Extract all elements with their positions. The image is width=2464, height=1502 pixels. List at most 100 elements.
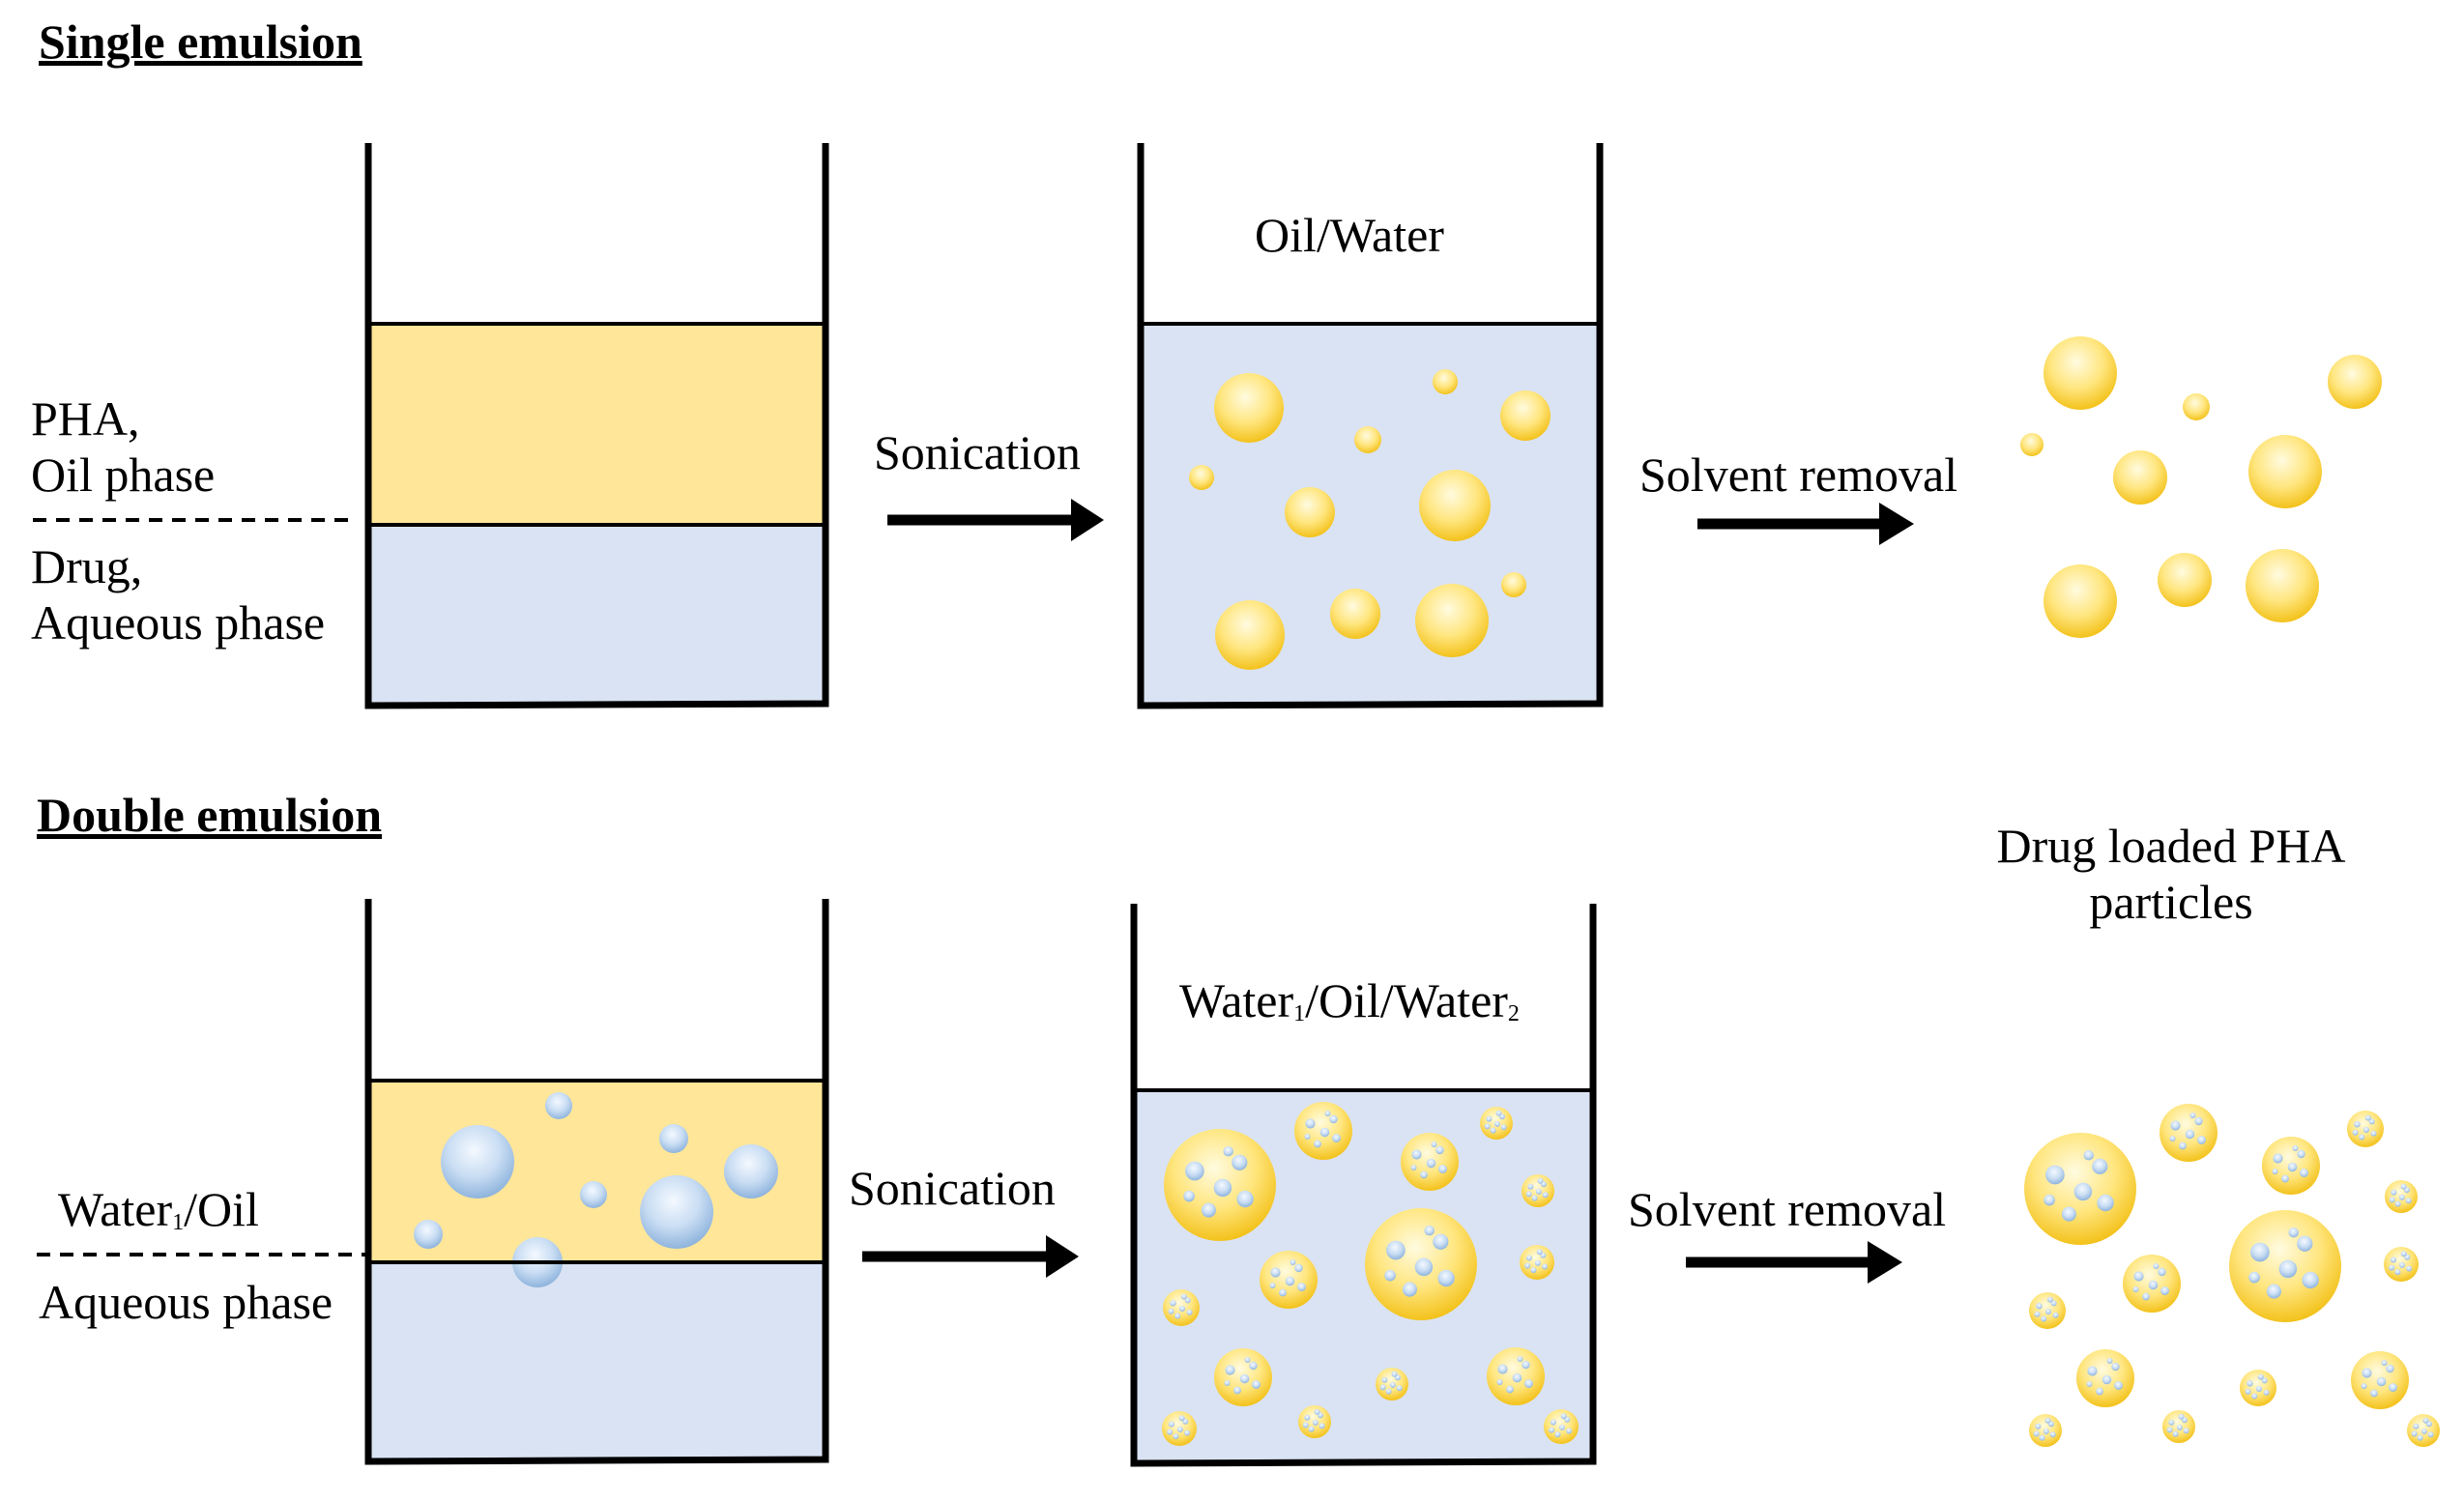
water-droplet <box>2033 1430 2040 1437</box>
water-droplet <box>1431 1141 1437 1147</box>
water-droplet <box>2422 1417 2429 1424</box>
water-droplet <box>2160 1286 2169 1295</box>
water-droplet <box>2389 1264 2395 1271</box>
water-droplet <box>1525 1191 1532 1198</box>
water-droplet <box>2034 1311 2041 1317</box>
double-beaker-2 <box>1130 904 1597 1467</box>
oil-droplet <box>1500 390 1551 441</box>
double-emulsion-droplet <box>1294 1102 1352 1160</box>
water-droplet <box>1566 1428 1573 1434</box>
water-droplet <box>2297 1149 2305 1159</box>
water-droplet <box>640 1175 713 1249</box>
water-droplet <box>1385 1388 1392 1395</box>
water-droplet <box>1297 1283 1306 1291</box>
water-droplet <box>545 1092 572 1119</box>
water-droplet <box>1379 1384 1386 1391</box>
water-droplet <box>2111 1362 2120 1372</box>
water-oil-water-label: Water1/Oil/Water2 <box>1179 973 1520 1027</box>
water-droplet <box>2087 1366 2098 1376</box>
double-emulsion-droplet <box>1401 1133 1459 1191</box>
double-emulsion-droplet <box>1163 1289 1200 1326</box>
oil-droplet <box>1433 369 1458 394</box>
water-droplet <box>1426 1158 1436 1169</box>
water-droplet <box>1391 1371 1398 1377</box>
water-droplet <box>2086 1381 2093 1387</box>
water-droplet <box>1173 1433 1179 1440</box>
double-emulsion-droplet <box>1376 1368 1408 1401</box>
drug-loaded-particle <box>2262 1137 2320 1195</box>
water-droplet <box>2251 1393 2258 1400</box>
water-droplet <box>2142 1292 2150 1301</box>
solvent-removal-label: Solvent removal <box>1628 1182 1946 1236</box>
single-beaker-2 <box>1137 143 1604 709</box>
water-droplet <box>1402 1282 1417 1297</box>
water-droplet <box>1314 1140 1321 1148</box>
oil-droplet <box>1419 470 1491 541</box>
water-droplet <box>1497 1364 1508 1374</box>
water-droplet <box>2194 1116 2203 1126</box>
water-droplet <box>2261 1377 2268 1384</box>
product-label-line-2: particles <box>2089 875 2252 929</box>
water-droplet <box>1183 1190 1195 1202</box>
aqueous-phase-layer <box>368 525 826 706</box>
water-droplet <box>1178 1415 1185 1422</box>
water-droplet <box>2102 1374 2112 1385</box>
water-droplet <box>2044 1194 2055 1206</box>
water-droplet <box>1305 1118 1316 1129</box>
double-emulsion-droplet <box>1480 1107 1513 1140</box>
drug-loaded-pha-particles <box>2024 1104 2440 1447</box>
water-droplet <box>1542 1263 1549 1270</box>
water-droplet <box>1531 1195 1538 1201</box>
water-droplet <box>2370 1389 2378 1398</box>
water-droplet <box>1549 1427 1555 1433</box>
drug-label: Drug, <box>31 539 142 593</box>
water-droplet <box>1329 1114 1338 1124</box>
drug-loaded-particle <box>2029 1414 2062 1447</box>
sonication-label: Sonication <box>874 425 1081 479</box>
water-droplet <box>2041 1315 2047 1322</box>
water-droplet <box>2106 1358 2113 1364</box>
water-droplet <box>2278 1259 2298 1279</box>
water-droplet <box>1174 1313 1181 1319</box>
water-droplet <box>2354 1121 2361 1128</box>
water-droplet <box>1536 1249 1543 1256</box>
water-droplet <box>2386 1364 2394 1373</box>
water-droplet <box>1269 1283 1276 1288</box>
water-droplet <box>2417 1434 2423 1441</box>
oil-droplet <box>1189 465 1214 490</box>
water-droplet <box>1525 1255 1532 1261</box>
water-droplet <box>2400 1251 2407 1257</box>
pha-particle <box>2248 435 2322 508</box>
double-emulsion-droplet <box>1298 1405 1331 1438</box>
water-droplet <box>1180 1293 1187 1300</box>
single-emulsion-heading: Single emulsion <box>39 14 362 69</box>
water-droplet <box>2044 1417 2051 1424</box>
drug-loaded-particle <box>2385 1180 2418 1213</box>
double-emulsion-droplet <box>1260 1251 1318 1309</box>
water-droplet <box>1535 1188 1542 1195</box>
water-droplet <box>1184 1297 1191 1304</box>
water-droplet <box>580 1181 607 1208</box>
oil-droplets <box>1189 369 1551 670</box>
water-droplet <box>2043 1428 2049 1434</box>
double-emulsion-droplet <box>1164 1129 1276 1241</box>
water-droplet <box>2061 1206 2076 1222</box>
oil-water-label: Oil/Water <box>1255 208 1444 262</box>
water-droplet <box>1496 1379 1503 1385</box>
water-droplet <box>2092 1158 2108 1174</box>
water-droplet <box>1302 1422 1309 1429</box>
water-droplet <box>1550 1419 1556 1426</box>
double-emulsion-droplets <box>1162 1102 1579 1446</box>
beaker-outline <box>364 899 829 1465</box>
water-droplet <box>1517 1356 1523 1362</box>
water-droplet <box>724 1144 778 1199</box>
water-droplet <box>1213 1178 1232 1198</box>
water-droplet <box>2097 1194 2114 1212</box>
water-droplet <box>1319 1423 1325 1430</box>
water-droplet <box>1176 1426 1183 1432</box>
water-droplet <box>1495 1110 1502 1116</box>
oil-droplet <box>1214 373 1284 443</box>
water-droplet <box>1184 1430 1191 1436</box>
water-droplet <box>1558 1424 1565 1430</box>
water-droplet <box>1410 1165 1417 1170</box>
